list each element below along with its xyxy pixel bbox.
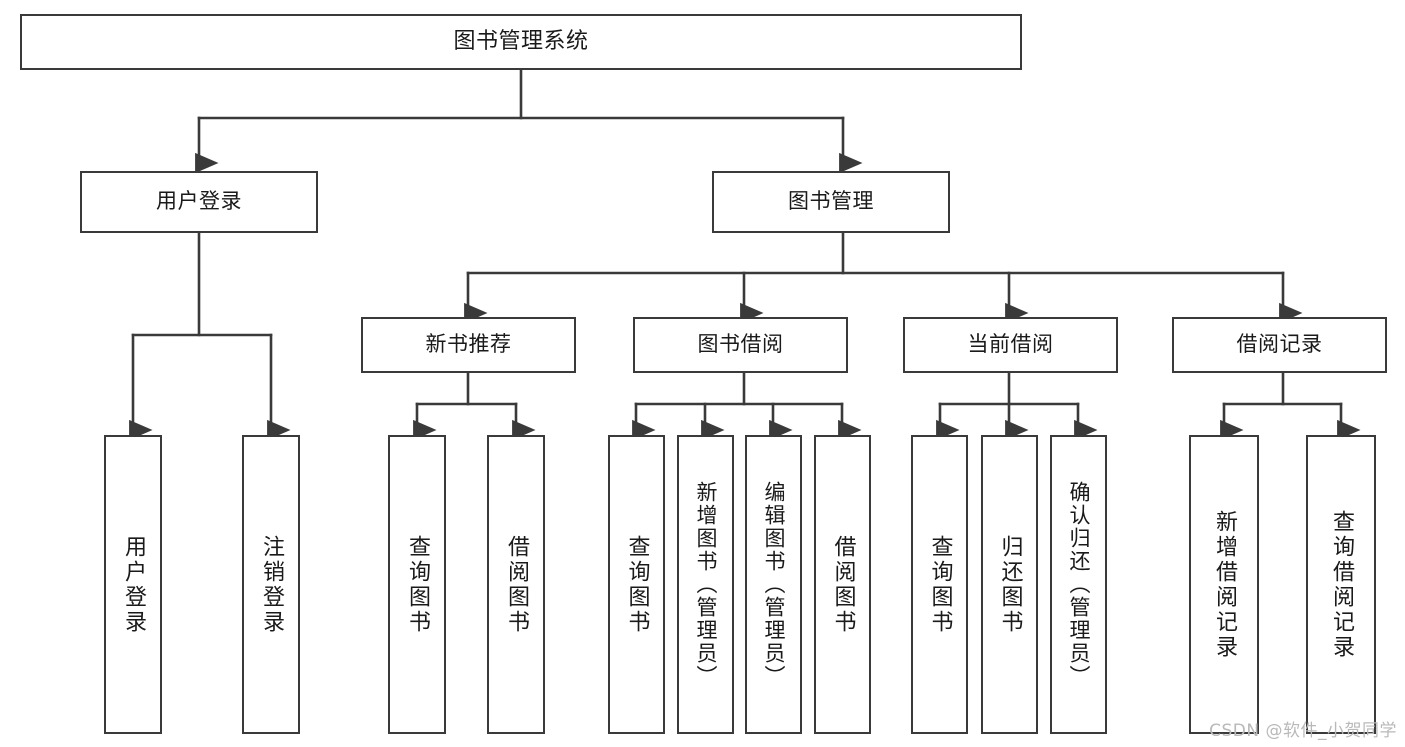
node-label: 图书借阅 [697,332,784,357]
leaf-query-borrow-record[interactable]: 查询借阅记录 [1306,435,1376,734]
leaf-current-query-books[interactable]: 查询图书 [911,435,968,734]
node-label: 当前借阅 [967,332,1054,357]
node-label: 查询图书 [927,534,953,635]
node-label: 图书管理 [788,189,874,214]
node-label: 用户登录 [121,534,146,635]
node-root-book-management-system[interactable]: 图书管理系统 [20,14,1022,70]
leaf-add-book-admin[interactable]: 新增图书（管理员） [677,435,734,734]
node-label: 注销登录 [259,534,284,635]
leaf-borrow-query-books[interactable]: 查询图书 [608,435,665,734]
node-label: 编辑图书（管理员） [762,481,786,688]
node-label: 新增借阅记录 [1212,509,1237,660]
leaf-confirm-return-admin[interactable]: 确认归还（管理员） [1050,435,1107,734]
node-label: 新书推荐 [425,332,512,357]
node-book-management[interactable]: 图书管理 [712,171,950,233]
node-label: 查询图书 [405,534,430,635]
node-label: 用户登录 [156,189,242,214]
node-label: 借阅图书 [830,534,856,635]
leaf-new-book-borrow-books[interactable]: 借阅图书 [487,435,545,734]
node-user-login[interactable]: 用户登录 [80,171,318,233]
node-label: 借阅图书 [504,534,529,635]
node-label: 借阅记录 [1236,332,1323,357]
node-label: 新增图书（管理员） [694,481,718,688]
node-book-borrow[interactable]: 图书借阅 [633,317,848,373]
leaf-new-book-query-books[interactable]: 查询图书 [388,435,446,734]
csdn-watermark: CSDN @软件_小贺同学 [1209,721,1397,741]
node-label: 归还图书 [997,534,1023,635]
node-current-borrow[interactable]: 当前借阅 [903,317,1118,373]
node-label: 查询图书 [624,534,650,635]
leaf-edit-book-admin[interactable]: 编辑图书（管理员） [745,435,802,734]
node-new-book-recommend[interactable]: 新书推荐 [361,317,576,373]
leaf-add-borrow-record[interactable]: 新增借阅记录 [1189,435,1259,734]
node-label: 图书管理系统 [453,28,589,54]
leaf-logout[interactable]: 注销登录 [242,435,300,734]
node-label: 查询借阅记录 [1329,509,1354,660]
leaf-return-books[interactable]: 归还图书 [981,435,1038,734]
node-label: 确认归还（管理员） [1067,481,1091,688]
leaf-borrow-borrow-books[interactable]: 借阅图书 [814,435,871,734]
leaf-user-login[interactable]: 用户登录 [104,435,162,734]
node-borrow-record[interactable]: 借阅记录 [1172,317,1387,373]
